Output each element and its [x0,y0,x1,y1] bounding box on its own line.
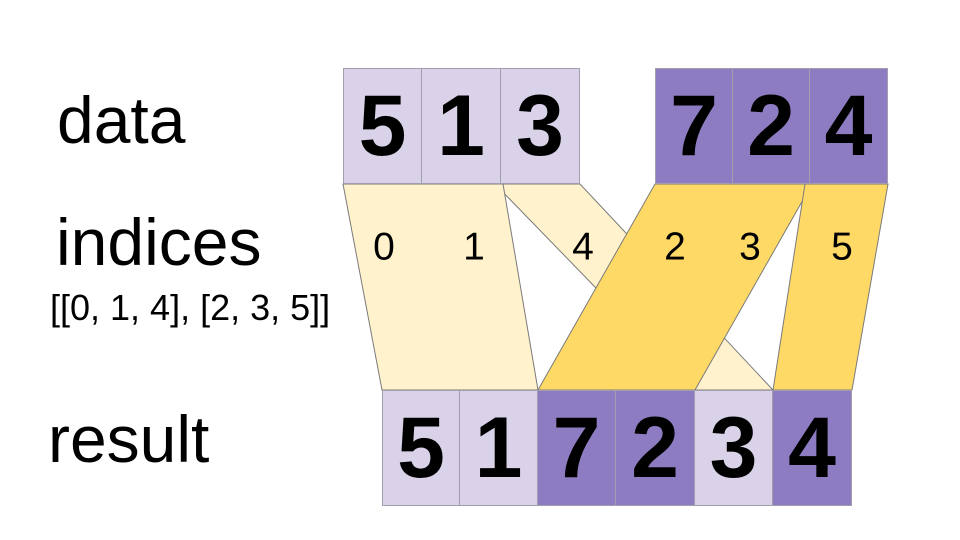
result-array: 5 1 7 2 3 4 [382,390,852,506]
result-cell-3: 2 [616,390,695,506]
data-label: data [57,83,186,157]
result-cell-0: 5 [382,390,460,506]
data-cell-0: 5 [343,68,422,184]
index-label-4: 4 [572,225,594,269]
indices-label: indices [56,205,262,279]
result-cell-4: 3 [695,390,773,506]
index-label-1: 1 [463,225,485,269]
index-label-5: 5 [831,225,853,269]
data-cell-3: 7 [655,68,733,184]
result-cell-2: 7 [538,390,616,506]
ribbon-indices-0-1 [342,183,539,391]
index-label-3: 3 [739,225,761,269]
indices-value-text: [[0, 1, 4], [2, 3, 5]] [50,287,331,328]
result-label: result [48,402,210,476]
index-label-0: 0 [373,225,395,269]
data-array-2: 7 2 4 [655,68,888,184]
index-label-2: 2 [664,225,686,269]
data-cell-4: 2 [733,68,810,184]
result-cell-1: 1 [460,390,538,506]
data-array-1: 5 1 3 [343,68,580,184]
ribbon-index-5 [772,183,889,391]
data-cell-1: 1 [422,68,501,184]
data-cell-2: 3 [501,68,580,184]
result-cell-5: 4 [773,390,852,506]
data-cell-5: 4 [810,68,888,184]
